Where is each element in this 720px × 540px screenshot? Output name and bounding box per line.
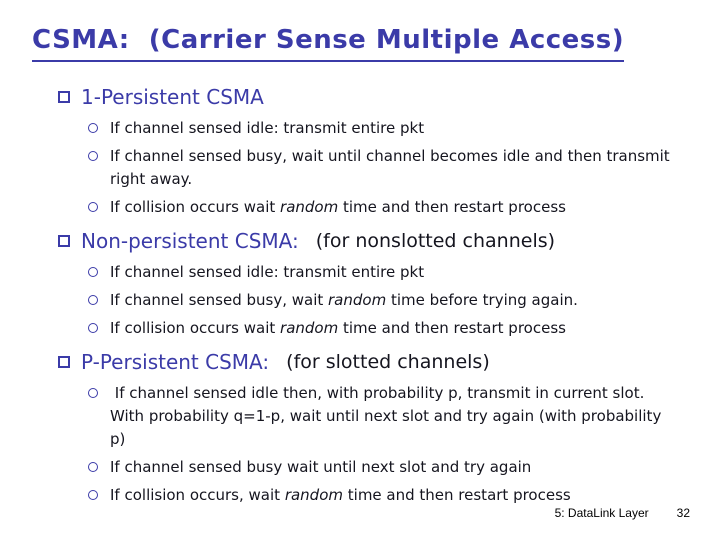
bullet-item: If channel sensed idle: transmit entire … — [88, 117, 720, 140]
section-heading-label: Non-persistent CSMA: — [81, 228, 299, 253]
circle-bullet-icon — [88, 201, 98, 212]
circle-bullet-icon — [88, 387, 98, 398]
plain-text: If collision occurs wait — [110, 197, 281, 216]
plain-text: If channel sensed idle then, with probab… — [110, 383, 667, 448]
plain-text: If channel sensed busy, wait — [110, 290, 329, 309]
bullet-item: If channel sensed busy, wait until chann… — [88, 145, 720, 191]
bullet-item: If channel sensed busy wait until next s… — [88, 456, 720, 479]
circle-bullet-icon — [88, 266, 98, 277]
footer-course-label: 5: DataLink Layer — [554, 506, 649, 520]
section-heading-suffix: (for nonslotted channels) — [309, 229, 556, 252]
plain-text: time and then restart process — [343, 485, 571, 504]
italic-text: random — [280, 318, 339, 337]
circle-bullet-icon — [88, 294, 98, 305]
bullet-item-text: If collision occurs, wait random time an… — [110, 484, 571, 507]
plain-text: If channel sensed busy wait until next s… — [110, 457, 532, 476]
plain-text: If channel sensed busy, wait until chann… — [110, 146, 675, 188]
circle-bullet-icon — [88, 150, 98, 161]
footer-page-number: 32 — [676, 506, 690, 520]
plain-text: If channel sensed idle: transmit entire … — [110, 118, 425, 137]
circle-bullet-icon — [88, 322, 98, 333]
square-bullet-icon — [58, 234, 70, 247]
section-heading: 1-Persistent CSMA — [58, 84, 720, 110]
bullet-item: If collision occurs wait random time and… — [88, 196, 720, 219]
bullet-item: If channel sensed idle: transmit entire … — [88, 261, 720, 284]
plain-text: If collision occurs, wait — [110, 485, 285, 504]
bullet-item: If collision occurs, wait random time an… — [88, 484, 720, 507]
section: 1-Persistent CSMA If channel sensed idle:… — [58, 84, 720, 219]
bullet-item: If channel sensed busy, wait random time… — [88, 289, 720, 312]
italic-text: random — [280, 197, 339, 216]
italic-text: random — [284, 485, 343, 504]
plain-text: time before trying again. — [386, 290, 578, 309]
section: Non-persistent CSMA: (for nonslotted cha… — [58, 228, 720, 340]
bullet-item-text: If collision occurs wait random time and… — [110, 196, 566, 219]
section: P-Persistent CSMA: (for slotted channels… — [58, 349, 720, 507]
plain-text: time and then restart process — [338, 197, 566, 216]
bullet-item-text: If channel sensed idle: transmit entire … — [110, 261, 424, 284]
plain-text: time and then restart process — [338, 318, 566, 337]
section-heading-label: 1-Persistent CSMA — [81, 84, 264, 109]
bullet-item-text: If channel sensed idle: transmit entire … — [110, 117, 424, 140]
circle-bullet-icon — [88, 461, 98, 472]
plain-text: If collision occurs wait — [110, 318, 281, 337]
bullet-item-text: If channel sensed idle then, with probab… — [110, 382, 678, 451]
italic-text: random — [328, 290, 387, 309]
sections-container: 1-Persistent CSMA If channel sensed idle:… — [58, 84, 720, 507]
bullet-item-text: If channel sensed busy, wait until chann… — [110, 145, 678, 191]
circle-bullet-icon — [88, 122, 98, 133]
circle-bullet-icon — [88, 489, 98, 500]
plain-text: If channel sensed idle: transmit entire … — [110, 262, 425, 281]
bullet-item-text: If channel sensed busy, wait random time… — [110, 289, 578, 312]
section-heading-suffix: (for slotted channels) — [280, 350, 490, 373]
bullet-item-text: If collision occurs wait random time and… — [110, 317, 566, 340]
square-bullet-icon — [58, 90, 70, 103]
slide-title: CSMA: (Carrier Sense Multiple Access) — [32, 24, 625, 62]
section-heading: P-Persistent CSMA: (for slotted channels… — [58, 349, 720, 375]
slide-footer: 5: DataLink Layer 32 — [555, 506, 690, 520]
bullet-item: If collision occurs wait random time and… — [88, 317, 720, 340]
section-heading-label: P-Persistent CSMA: — [81, 349, 270, 374]
square-bullet-icon — [58, 355, 70, 368]
bullet-item: If channel sensed idle then, with probab… — [88, 382, 720, 451]
section-heading: Non-persistent CSMA: (for nonslotted cha… — [58, 228, 720, 254]
bullet-item-text: If channel sensed busy wait until next s… — [110, 456, 531, 479]
